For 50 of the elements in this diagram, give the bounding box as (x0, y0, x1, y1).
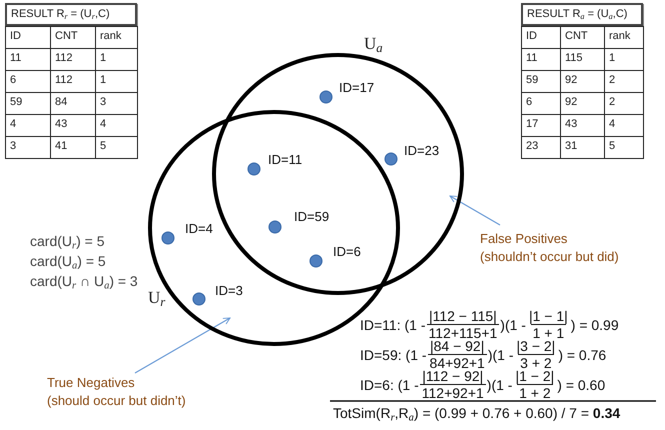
formula-result: ) = 0.99 (570, 316, 619, 332)
fraction-denominator: 84+92+1 (428, 354, 487, 371)
fraction-numerator: |84 − 92| (428, 338, 484, 354)
table-cell: 5 (95, 136, 138, 159)
annotation-text: (should occur but didn’t) (47, 392, 187, 410)
formula-text: ID=11: (1 - (360, 316, 426, 332)
set-label: U$_{r}$ (148, 288, 166, 308)
fraction-denominator: 3 + 2 (518, 354, 554, 371)
annotation-text: (shouldn’t occur but did) (480, 248, 620, 266)
fraction-numerator: |1 − 2| (514, 368, 556, 384)
table-cell: 5 (604, 136, 644, 159)
cardinality-text: card(U$_{r}$) = 5 (30, 233, 105, 249)
annotation-text: False Positives (480, 230, 568, 248)
formula-result: ) = 0.60 (557, 376, 606, 392)
table-title: RESULT R$_{a}$ = (U$_{a}$,C) (521, 3, 643, 26)
point-label: ID=4 (185, 221, 213, 236)
table-cell: ID (521, 26, 561, 49)
point-label: ID=3 (215, 283, 243, 298)
point-label: ID=59 (294, 209, 330, 224)
point-label: ID=17 (339, 80, 374, 95)
total-formula: TotSim(R$_{r}$,R$_{a}$) = (0.99 + 0.76 + 0.60) / 7 = 0.34 (333, 405, 620, 421)
formula-text: )(1 - (500, 316, 526, 332)
point-label: ID=23 (404, 143, 440, 158)
formula-text: )(1 - (488, 346, 514, 362)
annotation-text: True Negatives (47, 374, 136, 392)
point-label: ID=6 (333, 244, 361, 259)
table-cell: rank (604, 26, 644, 49)
fraction-denominator: 1 + 1 (530, 324, 566, 341)
formula-text: ID=6: (1 - (360, 376, 419, 392)
table-cell: 23 (521, 136, 561, 159)
fraction-denominator: 112+115+1 (426, 324, 500, 341)
fraction-numerator: |112 − 92| (421, 368, 484, 384)
formula-text: ID=59: (1 - (360, 346, 427, 362)
leader-arrow (450, 195, 500, 226)
fraction-denominator: 1 + 2 (517, 384, 553, 401)
table-cell: ID (5, 26, 51, 49)
formula-text: )(1 - (486, 376, 512, 392)
fraction-numerator: |3 − 2| (516, 338, 556, 354)
point-label: ID=11 (268, 152, 302, 167)
cardinality-text: card(U$_{r}$ ∩ U$_{a}$) = 3 (30, 273, 138, 289)
leader-arrow (134, 317, 230, 374)
fraction-numerator: |112 − 115| (428, 308, 498, 324)
fraction-denominator: 112+92+1 (420, 384, 486, 401)
table-cell: rank (95, 26, 138, 49)
cardinality-text: card(U$_{a}$) = 5 (30, 253, 106, 269)
formula-result: ) = 0.76 (558, 346, 606, 362)
fraction-numerator: |1 − 1| (528, 308, 569, 324)
table-cell: 3 (5, 136, 51, 159)
set-label: U$_{a}$ (364, 34, 383, 54)
table-title: RESULT R$_{r}$ = (U$_{r}$,C) (5, 3, 137, 26)
